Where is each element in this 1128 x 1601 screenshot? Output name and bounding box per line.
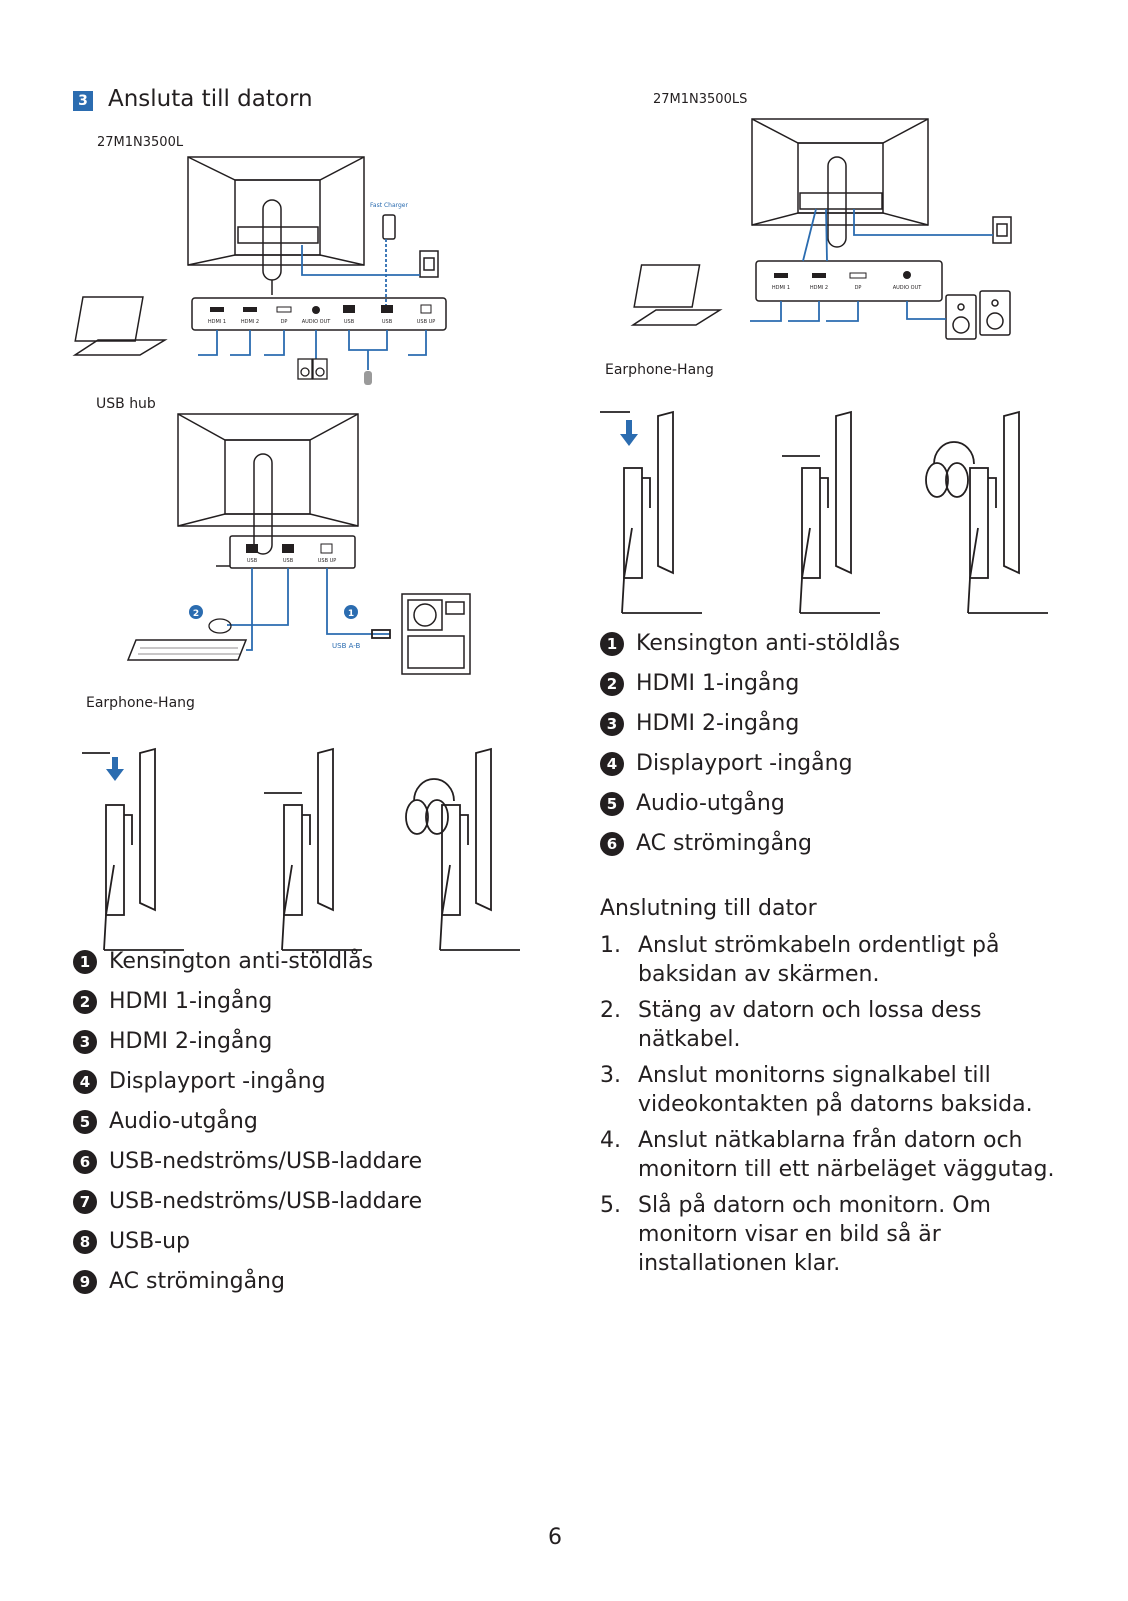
port-label-audio: AUDIO OUT	[302, 319, 332, 325]
legend-text: AC strömingång	[636, 831, 812, 856]
step-text: Stäng av datorn och lossa dess nätkabel.	[638, 998, 982, 1052]
earphone-hang-diagram-left	[82, 747, 520, 951]
legend-badge: 3	[600, 712, 624, 736]
port-label-usbup: USB UP	[417, 319, 436, 325]
connection-diagram-l: HDMI 1 HDMI 2 DP AUDIO OUT USB USB USB U…	[72, 156, 447, 385]
step-number: 3.	[600, 1063, 621, 1088]
legend-badge: 6	[73, 1150, 97, 1174]
legend-text: HDMI 1-ingång	[636, 671, 800, 696]
port-label-hdmi1: HDMI 1	[208, 319, 226, 325]
step-item: 3. Anslut monitorns signalkabel till vide…	[600, 1061, 1060, 1119]
port-label-usb1: USB	[344, 319, 355, 325]
step-number: 5.	[600, 1193, 621, 1218]
legend-badge: 9	[73, 1270, 97, 1294]
page-number: 6	[548, 1525, 562, 1550]
earphone-hang-diagram-right	[600, 410, 1048, 614]
connection-diagram-ls: HDMI 1 HDMI 2 DP AUDIO OUT	[630, 118, 1012, 340]
step-item: 1. Anslut strömkabeln ordentligt på baksi…	[600, 931, 1060, 989]
legend-badge: 7	[73, 1190, 97, 1214]
hub-marker-2: 2	[193, 609, 199, 619]
ls-port-label-hdmi2: HDMI 2	[810, 285, 828, 291]
left-model-label: 27M1N3500L	[97, 135, 184, 150]
step-number: 1.	[600, 933, 621, 958]
legend-text: AC strömingång	[109, 1269, 285, 1294]
mouse-icon	[208, 618, 232, 634]
hub-port-label-usbup: USB UP	[318, 558, 337, 564]
legend-badge: 1	[600, 632, 624, 656]
fast-charger-label: Fast Charger	[370, 202, 408, 209]
legend-text: Audio-utgång	[109, 1109, 258, 1134]
hub-port-label-usb1: USB	[247, 558, 258, 564]
legend-text: Kensington anti-stöldlås	[109, 949, 374, 974]
right-model-label: 27M1N3500LS	[653, 92, 748, 107]
legend-badge: 3	[73, 1030, 97, 1054]
legend-text: HDMI 1-ingång	[109, 989, 273, 1014]
step-number: 4.	[600, 1128, 621, 1153]
step-text: Anslut monitorns signalkabel till videok…	[638, 1063, 1033, 1117]
ls-port-label-dp: DP	[855, 285, 862, 291]
usb-ab-label: USB A-B	[332, 642, 361, 650]
step-item: 5. Slå på datorn och monitorn. Om monitor…	[600, 1191, 1060, 1278]
legend-badge: 8	[73, 1230, 97, 1254]
legend-text: Displayport -ingång	[109, 1069, 326, 1094]
usb-hub-caption: USB hub	[96, 396, 156, 412]
mouse-icon-small	[364, 371, 372, 385]
port-label-dp: DP	[281, 319, 288, 325]
port-label-usb2: USB	[382, 319, 393, 325]
legend-badge: 4	[73, 1070, 97, 1094]
step-item: 4. Anslut nätkablarna från datorn och mon…	[600, 1126, 1060, 1184]
hub-port-label-usb2: USB	[283, 558, 294, 564]
legend-badge: 5	[600, 792, 624, 816]
step-item: 2. Stäng av datorn och lossa dess nätkabe…	[600, 996, 1060, 1054]
port-label-hdmi2: HDMI 2	[241, 319, 259, 325]
legend-badge: 1	[73, 950, 97, 974]
section-title: Ansluta till datorn	[108, 86, 313, 112]
connection-steps: 1. Anslut strömkabeln ordentligt på baksi…	[600, 931, 1060, 1285]
legend-text: HDMI 2-ingång	[636, 711, 800, 736]
section-number-badge: 3	[73, 91, 93, 111]
legend-badge: 2	[73, 990, 97, 1014]
legend-text: Kensington anti-stöldlås	[636, 631, 901, 656]
ls-port-label-hdmi1: HDMI 1	[772, 285, 790, 291]
legend-text: Audio-utgång	[636, 791, 785, 816]
legend-text: USB-nedströms/USB-laddare	[109, 1189, 423, 1214]
usb-hub-diagram: USB USB USB UP 2 1 USB A-B	[126, 413, 471, 675]
step-text: Slå på datorn och monitorn. Om monitorn …	[638, 1193, 991, 1276]
legend-text: USB-nedströms/USB-laddare	[109, 1149, 423, 1174]
connect-heading: Anslutning till dator	[600, 896, 817, 921]
left-earphone-caption: Earphone-Hang	[86, 695, 195, 711]
legend-badge: 4	[600, 752, 624, 776]
step-text: Anslut nätkablarna från datorn och monit…	[638, 1128, 1055, 1182]
legend-text: HDMI 2-ingång	[109, 1029, 273, 1054]
right-earphone-caption: Earphone-Hang	[605, 362, 714, 378]
step-text: Anslut strömkabeln ordentligt på baksida…	[638, 933, 1000, 987]
legend-badge: 6	[600, 832, 624, 856]
ls-port-label-audio: AUDIO OUT	[893, 285, 923, 291]
legend-badge: 2	[600, 672, 624, 696]
legend-text: USB-up	[109, 1229, 191, 1254]
legend-text: Displayport -ingång	[636, 751, 853, 776]
step-number: 2.	[600, 998, 621, 1023]
legend-badge: 5	[73, 1110, 97, 1134]
hub-marker-1: 1	[348, 609, 354, 619]
